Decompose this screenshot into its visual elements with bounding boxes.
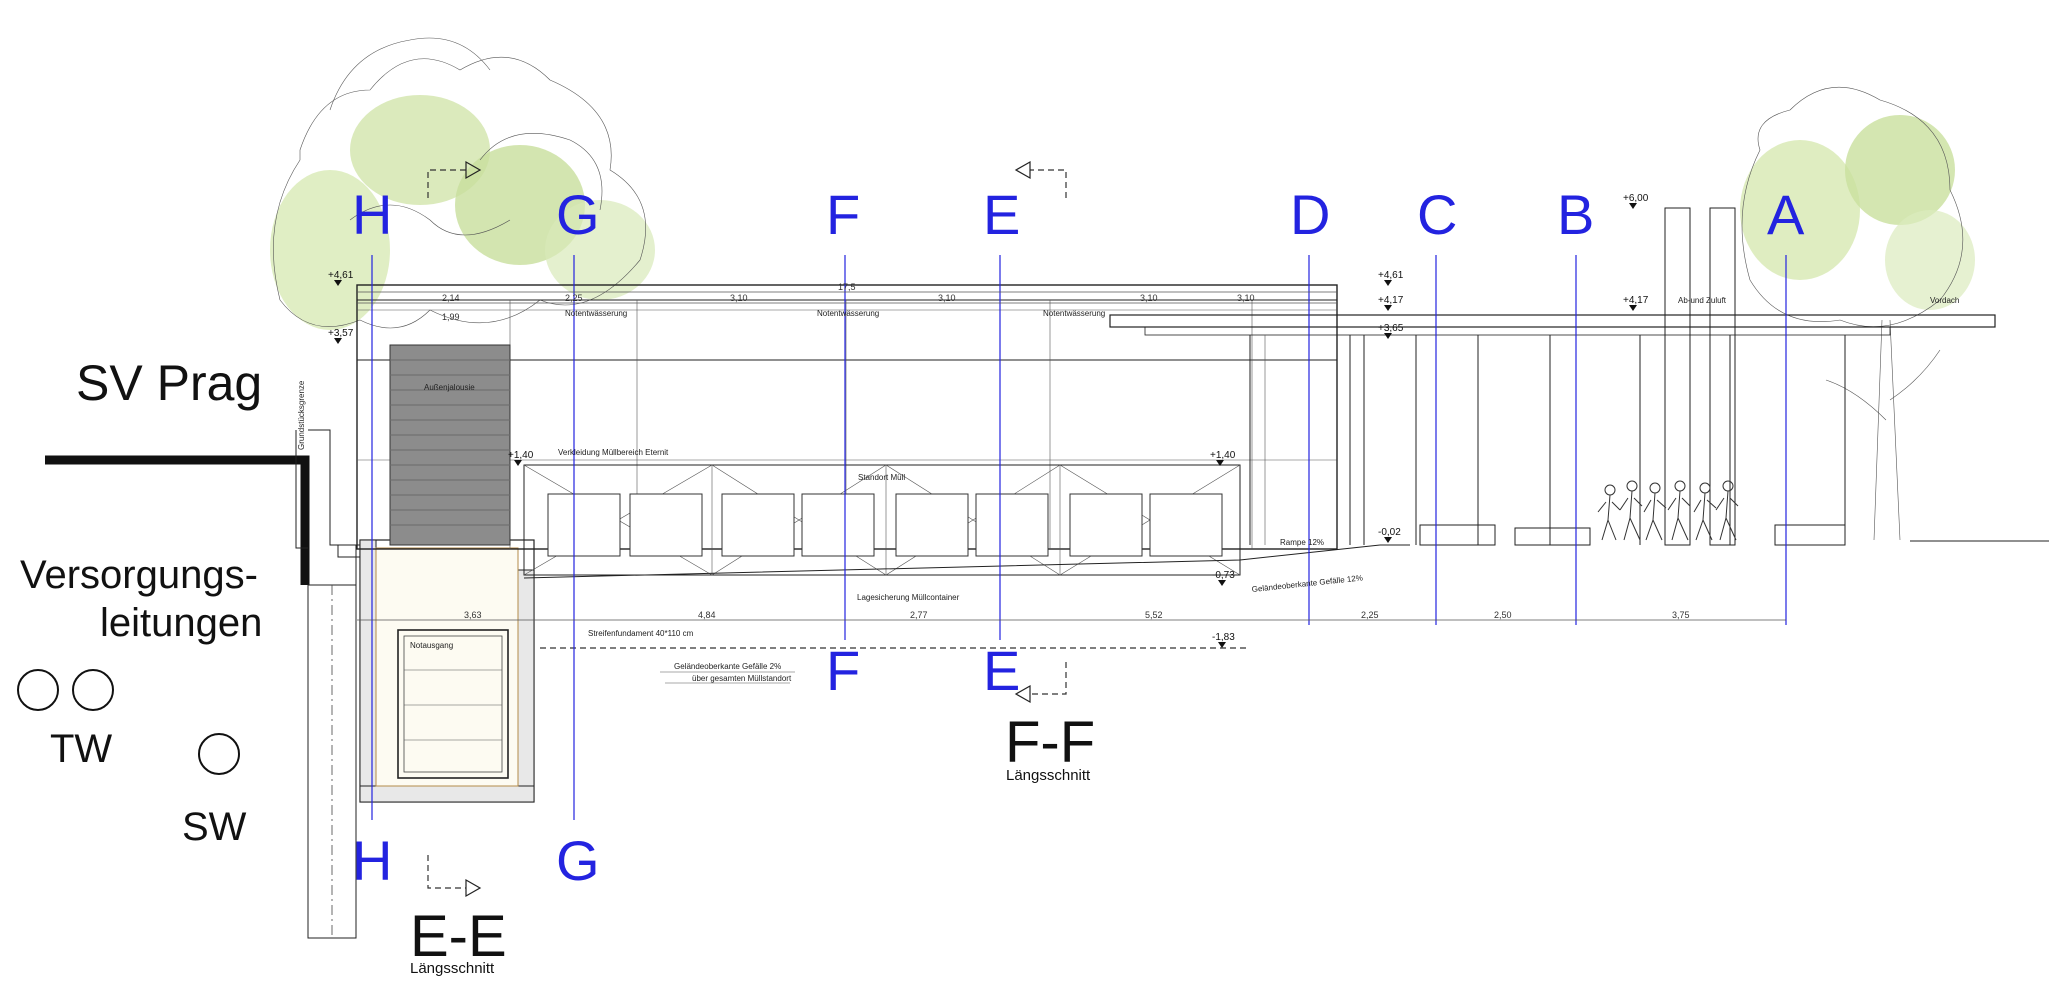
dimension-lines xyxy=(357,291,1786,621)
axis-label-c-top: C xyxy=(1417,183,1457,246)
dimension-250: 2,50 xyxy=(1494,610,1512,620)
label-tw: TW xyxy=(50,727,112,771)
elevation-357: +3,57 xyxy=(328,328,354,339)
dimension-310-d: 3,10 xyxy=(1237,293,1255,303)
label-standort-muell: Standort Müll xyxy=(858,473,905,482)
dimension-363: 3,63 xyxy=(464,610,482,620)
dimension-277: 2,77 xyxy=(910,610,928,620)
elevation-140-right: +1,40 xyxy=(1210,450,1236,461)
elevation-461-left: +4,61 xyxy=(328,270,354,281)
label-notentwaesserung-2: Notentwässerung xyxy=(817,309,879,318)
label-leitungen: leitungen xyxy=(100,601,262,645)
basement-shaft: Notausgang xyxy=(359,539,535,803)
pipe-tw-1-icon xyxy=(17,669,59,711)
axis-label-b-top: B xyxy=(1557,183,1594,246)
dimension-552: 5,52 xyxy=(1145,610,1163,620)
elevation-365: +3,65 xyxy=(1378,323,1404,334)
section-subtitle-ee: Längsschnitt xyxy=(410,960,495,977)
section-arrow-top-mid xyxy=(1014,160,1067,198)
section-title-ff: F-F xyxy=(1005,710,1095,775)
ramp-line xyxy=(523,544,1381,579)
dimension-310-c: 3,10 xyxy=(1140,293,1158,303)
dimension-310-a: 3,10 xyxy=(730,293,748,303)
section-arrow-bottom-ff xyxy=(1014,662,1067,704)
dimension-484: 4,84 xyxy=(698,610,716,620)
section-subtitle-ff: Längsschnitt xyxy=(1006,767,1091,784)
label-vordach: Vordach xyxy=(1930,296,1959,305)
elevation-140-left: +1,40 xyxy=(508,450,534,461)
property-boundary-line xyxy=(45,455,310,585)
label-sw: SW xyxy=(182,805,247,849)
elevation-m073: -0,73 xyxy=(1212,570,1235,581)
elevation-m183: -1,83 xyxy=(1212,632,1235,643)
axis-label-h-top: H xyxy=(352,183,392,246)
pipe-tw-2-icon xyxy=(72,669,114,711)
axis-label-e-bottom: E xyxy=(983,639,1020,702)
label-gelaende-2-a: Geländeoberkante Gefälle 2% xyxy=(674,662,781,671)
section-arrow-bottom-ee xyxy=(427,855,482,898)
axis-lines xyxy=(371,255,1787,820)
label-gelaende-12: Geländeoberkante Gefälle 12% xyxy=(1251,573,1363,594)
dimension-top-total: 17,5 xyxy=(838,282,856,292)
elevation-417-mid: +4,17 xyxy=(1378,295,1404,306)
label-ab-zuluft: Ab-und Zuluft xyxy=(1678,296,1727,305)
label-verkleidung: Verkleidung Müllbereich Eternit xyxy=(558,448,669,457)
label-sv-prag: SV Prag xyxy=(76,355,262,411)
people-silhouettes xyxy=(1597,480,1739,541)
elevation-461-mid: +4,61 xyxy=(1378,270,1404,281)
tree-right-illustration xyxy=(1740,86,1975,541)
dimension-199: 1,99 xyxy=(442,312,460,322)
axis-label-g-bottom: G xyxy=(556,829,600,892)
dimension-214: 2,14 xyxy=(442,293,460,303)
pipe-sw-icon xyxy=(198,733,240,775)
dimension-375: 3,75 xyxy=(1672,610,1690,620)
section-title-ee: E-E xyxy=(410,904,507,969)
label-streifenfundament: Streifenfundament 40*110 cm xyxy=(588,629,694,638)
tree-left-illustration xyxy=(270,37,655,330)
axis-label-f-top: F xyxy=(826,183,860,246)
dimension-310-b: 3,10 xyxy=(938,293,956,303)
canopy-structure xyxy=(1109,207,1996,546)
elevation-markers xyxy=(334,203,1637,648)
label-gelaende-2-b: über gesamten Müllstandort xyxy=(692,674,792,683)
label-grundstuecksgrenze: Grundstücksgrenze xyxy=(297,380,306,450)
left-retaining-wall xyxy=(295,429,361,939)
dimension-225: 2,25 xyxy=(565,293,583,303)
label-notentwaesserung-1: Notentwässerung xyxy=(565,309,627,318)
label-notentwaesserung-3: Notentwässerung xyxy=(1043,309,1105,318)
axis-label-g-top: G xyxy=(556,183,600,246)
label-rampe: Rampe 12% xyxy=(1280,538,1324,547)
label-notausgang: Notausgang xyxy=(410,641,453,650)
section-arrow-top-left xyxy=(427,160,482,198)
axis-label-e-top: E xyxy=(983,183,1020,246)
axis-label-d-top: D xyxy=(1290,183,1330,246)
dimension-225-b: 2,25 xyxy=(1361,610,1379,620)
axis-label-a-top: A xyxy=(1767,183,1805,246)
elevation-m002: -0,02 xyxy=(1378,527,1401,538)
axis-label-f-bottom: F xyxy=(826,639,860,702)
label-lagesicherung: Lagesicherung Müllcontainer xyxy=(857,593,960,602)
waste-containers xyxy=(547,493,1223,557)
label-aussenjalousie: Außenjalousie xyxy=(424,383,475,392)
axis-label-h-bottom: H xyxy=(352,829,392,892)
elevation-600: +6,00 xyxy=(1623,193,1649,204)
label-versorgungs: Versorgungs- xyxy=(20,553,258,597)
elevation-417-right: +4,17 xyxy=(1623,295,1649,306)
